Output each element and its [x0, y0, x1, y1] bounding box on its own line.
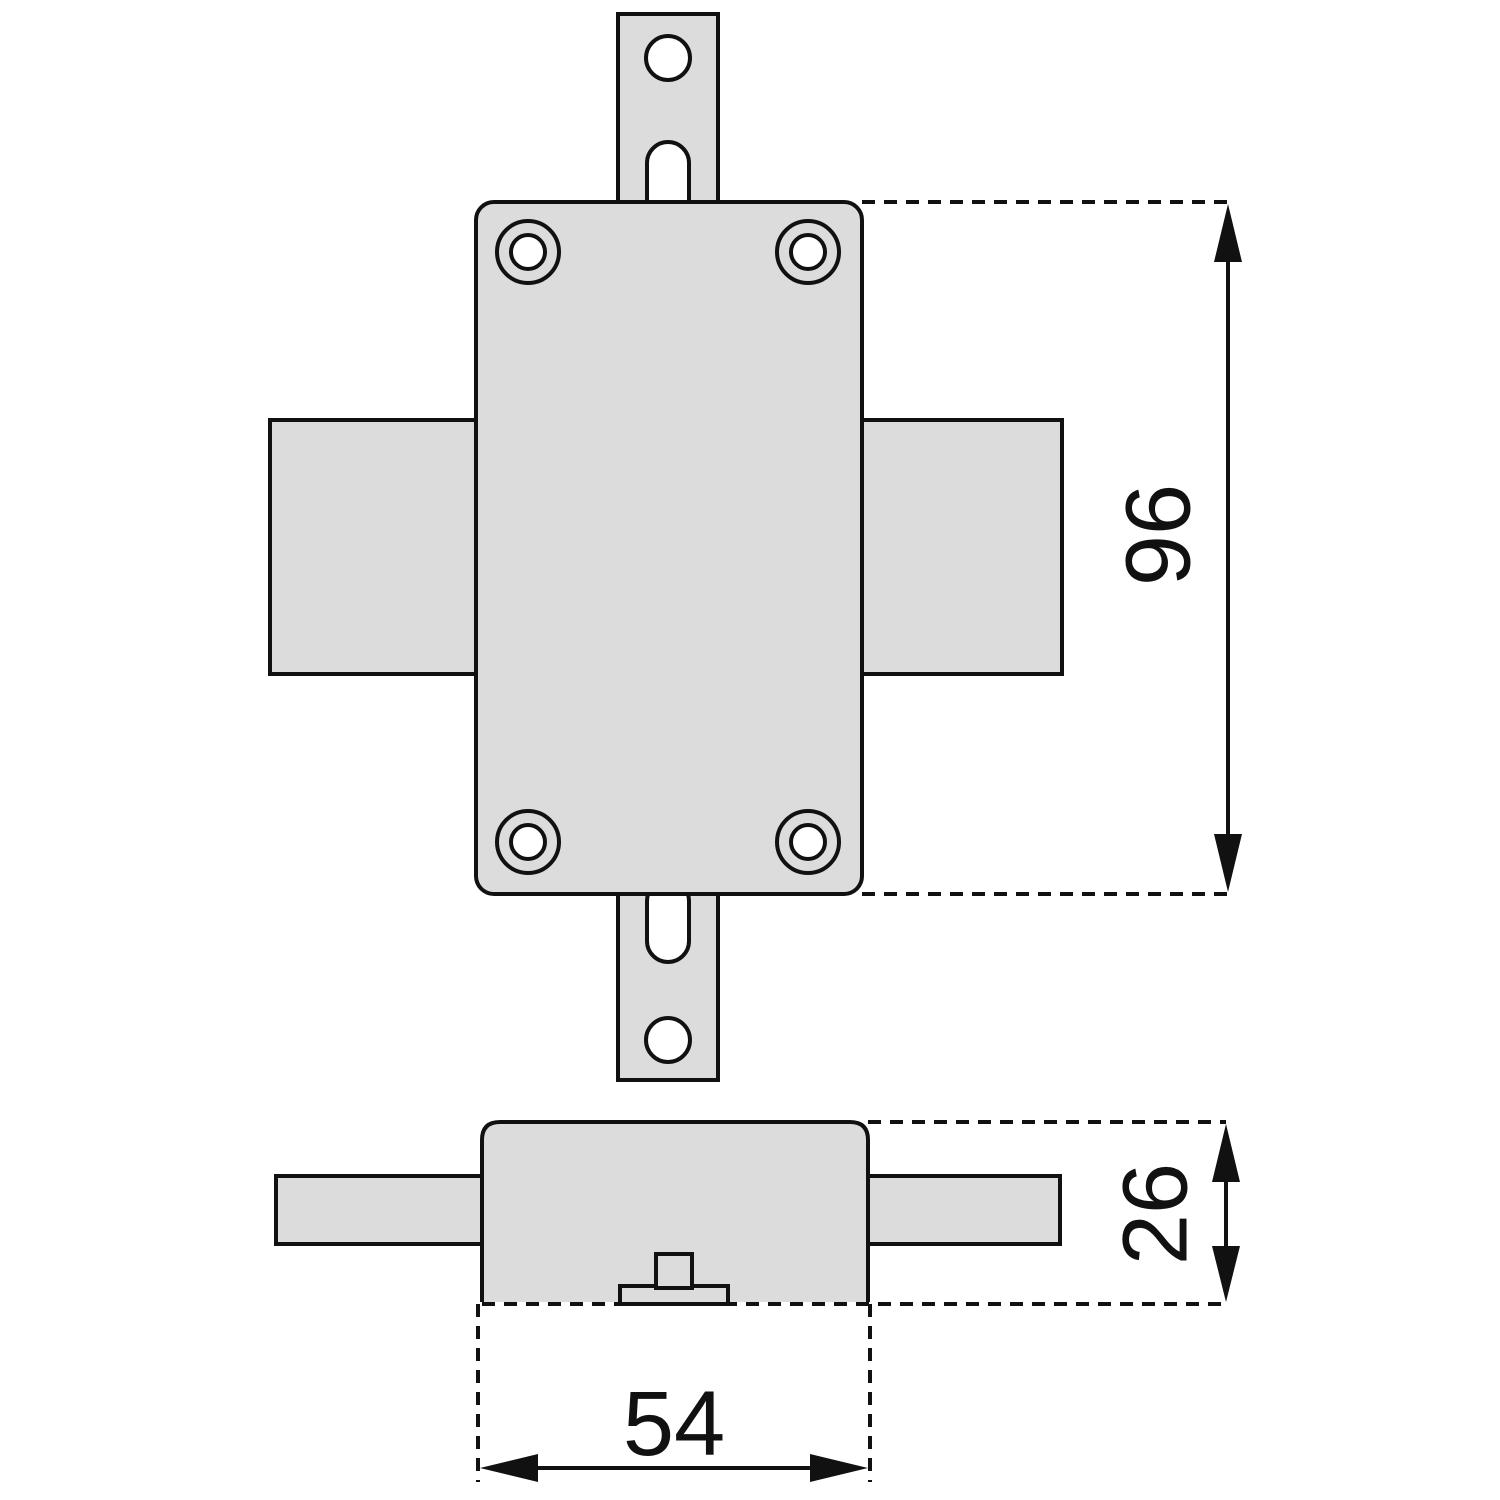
screw-top-left	[495, 219, 561, 285]
left-bolt-side	[274, 1174, 484, 1246]
bottom-strike-plate	[616, 868, 720, 1082]
left-bolt	[268, 418, 482, 676]
width-dimension: 54	[476, 1304, 872, 1482]
height-dimension: 96	[862, 200, 1242, 896]
right-bolt-side	[864, 1174, 1062, 1246]
screw-bottom-right	[775, 809, 841, 875]
front-view	[268, 12, 1064, 1082]
bottom-view	[274, 1120, 1062, 1306]
right-bolt	[856, 418, 1064, 676]
base-knob	[654, 1252, 694, 1290]
width-dimension-label: 54	[623, 1373, 725, 1475]
depth-dimension: 26	[482, 1120, 1240, 1306]
bottom-strike-hole	[644, 1016, 692, 1064]
height-dimension-label: 96	[1107, 484, 1209, 586]
depth-dimension-label: 26	[1104, 1163, 1206, 1265]
top-strike-hole	[644, 34, 692, 82]
screw-bottom-left	[495, 809, 561, 875]
screw-top-right	[775, 219, 841, 285]
lock-body	[474, 200, 864, 896]
lock-body-side	[480, 1120, 870, 1302]
